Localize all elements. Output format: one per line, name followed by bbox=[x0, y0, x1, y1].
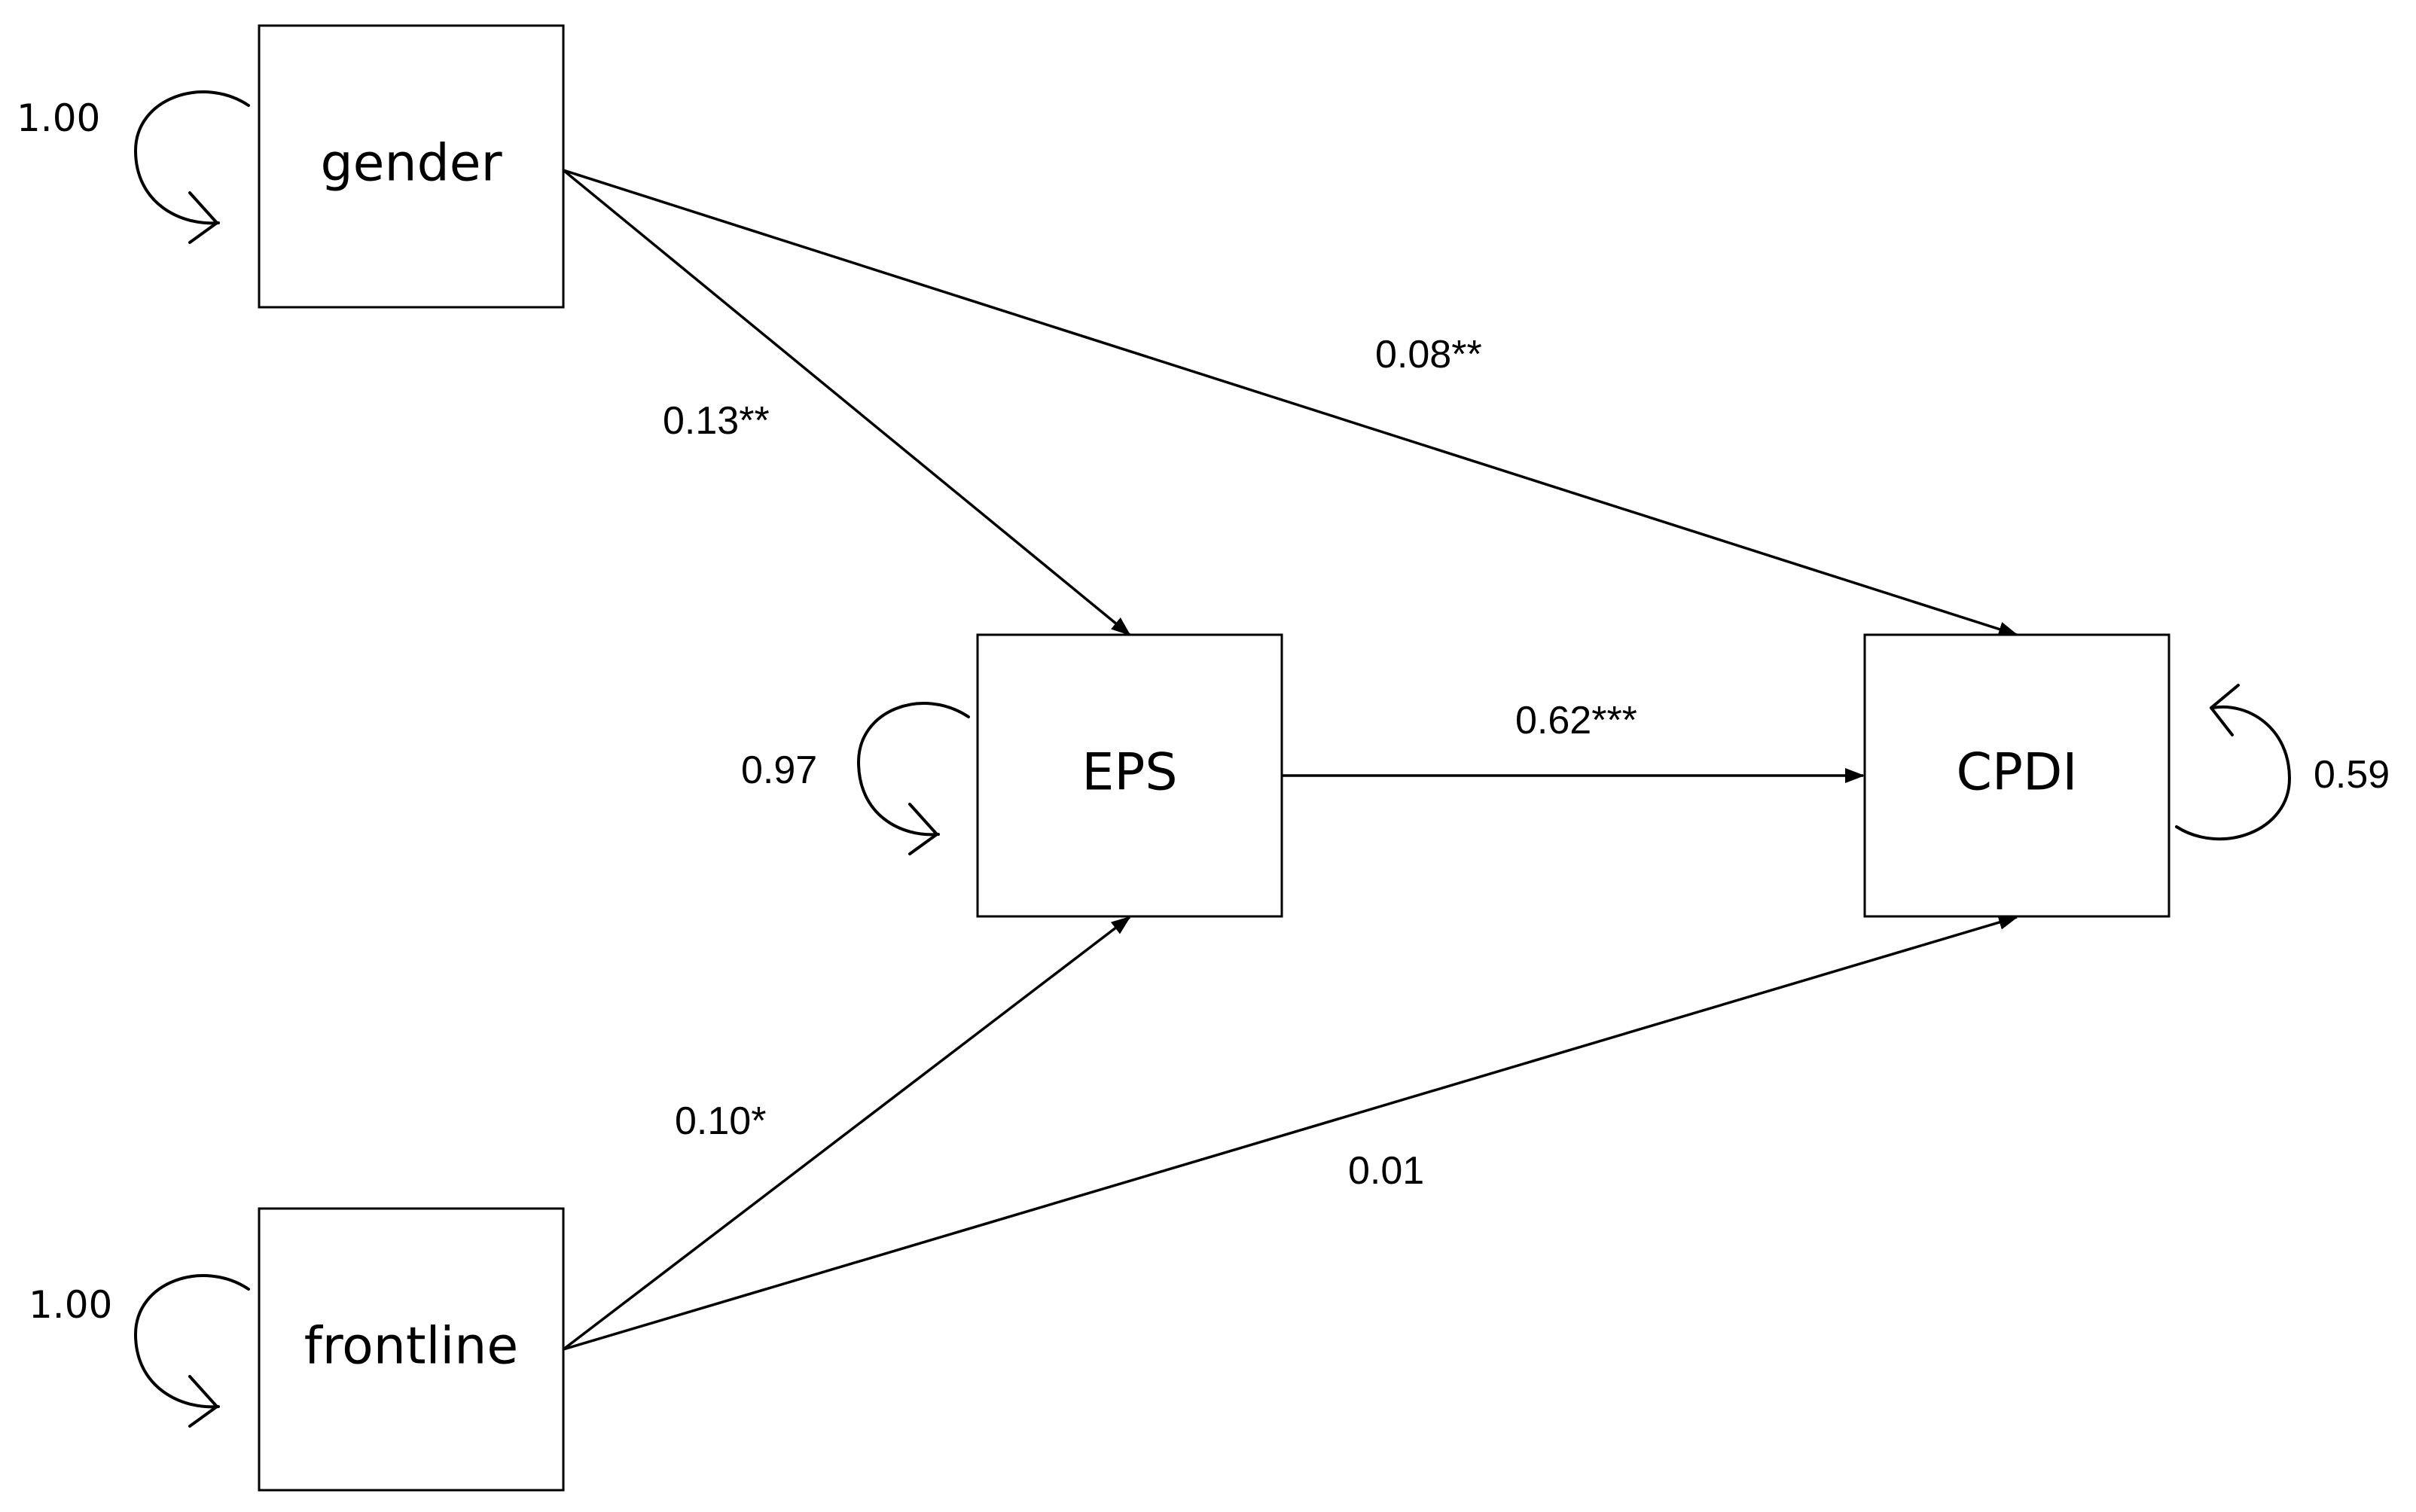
coef-gender-cpdi: 0.08** bbox=[1375, 333, 1482, 376]
node-gender: gender bbox=[258, 24, 565, 309]
variance-gender: 1.00 bbox=[17, 96, 100, 140]
node-frontline: frontline bbox=[258, 1207, 565, 1492]
coef-gender-eps: 0.13** bbox=[663, 399, 770, 443]
variance-loop-gender bbox=[134, 90, 250, 244]
variance-loop-cpdi bbox=[2175, 684, 2291, 841]
coef-frontline-eps: 0.10* bbox=[675, 1099, 766, 1143]
variance-loop-frontline bbox=[134, 1274, 250, 1428]
path-frontline-cpdi bbox=[563, 915, 2018, 1351]
node-frontline-label: frontline bbox=[304, 1317, 518, 1376]
variance-frontline: 1.00 bbox=[29, 1283, 112, 1327]
node-cpdi-label: CPDI bbox=[1957, 743, 2078, 803]
node-cpdi: CPDI bbox=[1863, 633, 2170, 918]
variance-cpdi: 0.59 bbox=[2314, 753, 2390, 797]
variance-loop-eps bbox=[857, 702, 970, 855]
node-eps: EPS bbox=[976, 633, 1283, 918]
path-gender-eps bbox=[562, 169, 1131, 636]
node-eps-label: EPS bbox=[1081, 743, 1177, 803]
node-gender-label: gender bbox=[320, 134, 502, 194]
path-frontline-eps bbox=[562, 916, 1131, 1351]
coef-eps-cpdi: 0.62*** bbox=[1515, 699, 1637, 742]
path-gender-cpdi bbox=[563, 169, 2018, 637]
coef-frontline-cpdi: 0.01 bbox=[1348, 1149, 1424, 1193]
variance-eps: 0.97 bbox=[741, 748, 817, 792]
